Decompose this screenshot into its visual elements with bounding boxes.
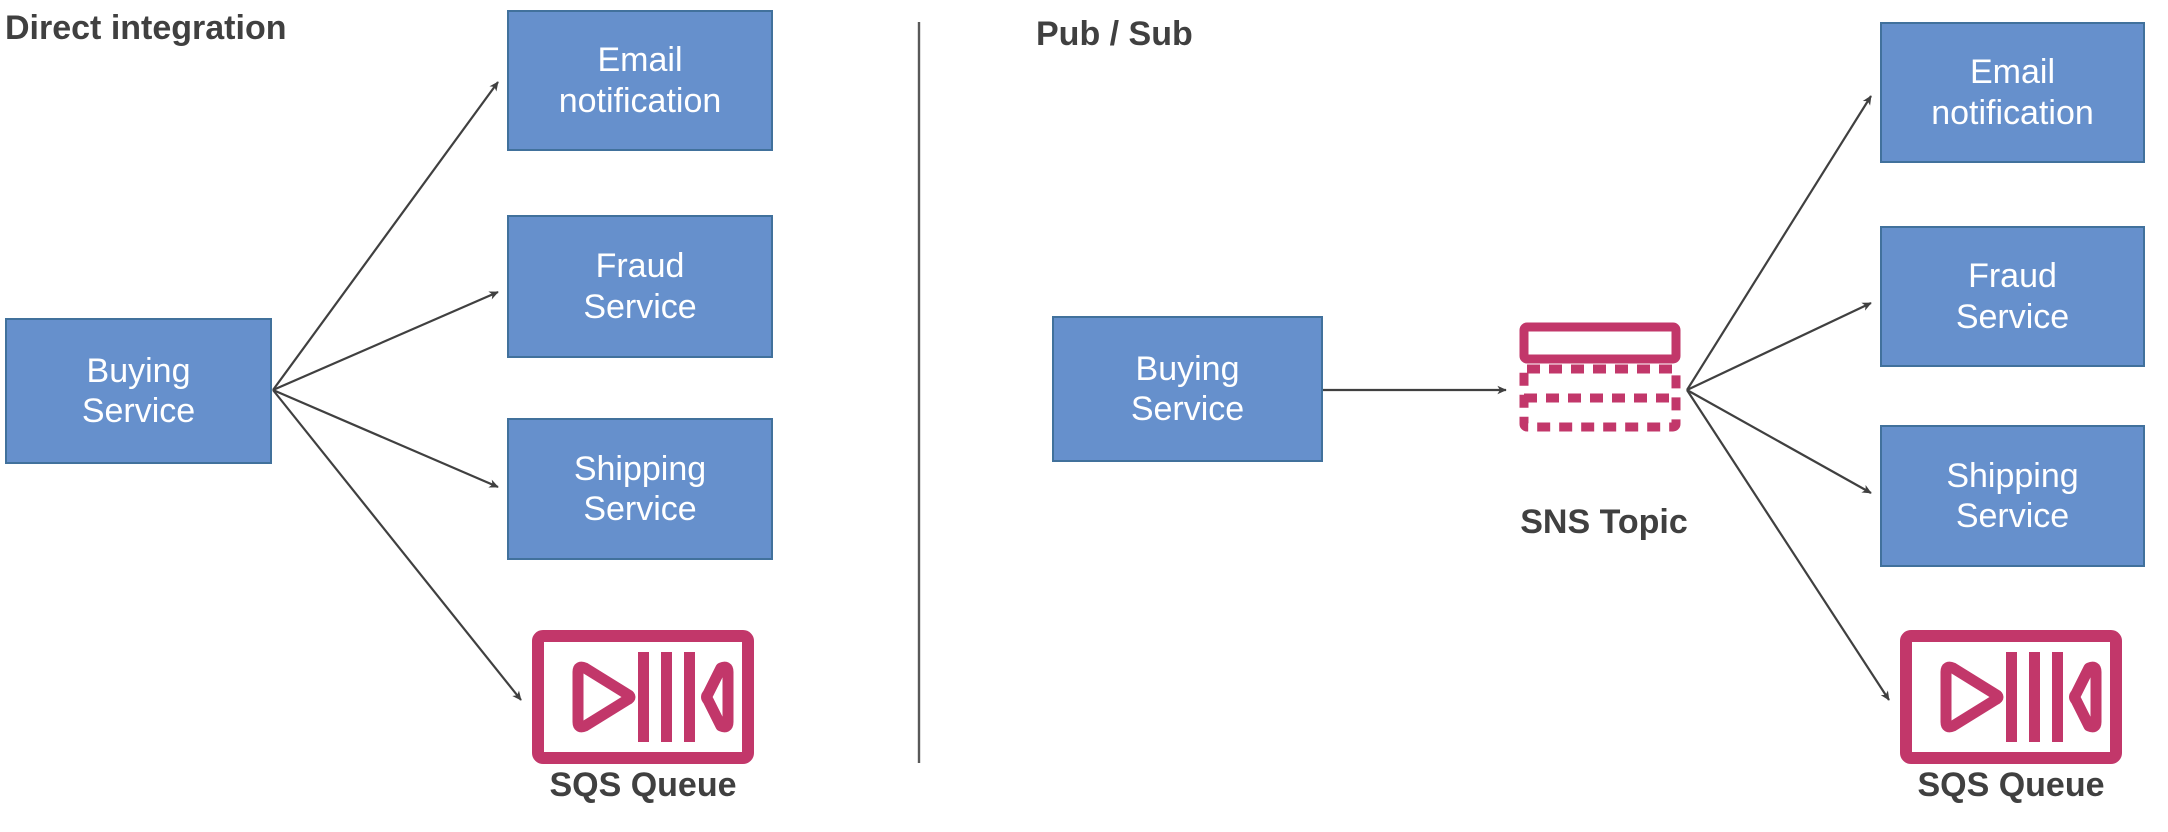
edge-buying-to-email-left [272, 81, 499, 391]
left-buying-service-label-line1: Buying [86, 351, 191, 390]
right-email-notification-label-line2: notification [1931, 93, 2094, 132]
edge-sns-to-sqs-right [1686, 389, 1890, 701]
left-email-notification-label-line1: Email [597, 41, 683, 80]
left-fraud-service-label-line2: Service [583, 287, 697, 326]
title-direct-integration-line2: integration [110, 9, 287, 47]
left-email-notification-label-line2: notification [558, 81, 722, 120]
edge-buying-to-sqs-left [272, 389, 522, 701]
left-shipping-service-box[interactable]: Shipping Service [507, 418, 773, 560]
right-shipping-service-label-line2: Service [1955, 497, 2070, 535]
right-fraud-service-label-line2: Service [1955, 297, 2070, 336]
left-email-notification-box[interactable]: Email notification [507, 10, 773, 151]
left-buying-service-box[interactable]: Buying Service [5, 318, 272, 464]
left-fraud-service-label-line1: Fraud [595, 247, 685, 286]
edge-sns-to-fraud-right [1686, 302, 1872, 391]
title-pub-sub: Pub / Sub [1036, 15, 1193, 53]
right-fraud-service-box[interactable]: Fraud Service [1880, 226, 2145, 367]
left-fraud-service-box[interactable]: Fraud Service [507, 215, 773, 358]
right-buying-service-label-line1: Buying [1135, 349, 1240, 388]
title-direct-integration: Direct integration [5, 8, 287, 48]
right-shipping-service-label-line1: Shipping [1946, 456, 2079, 495]
right-sqs-queue-caption: SQS Queue [1917, 766, 2105, 804]
right-email-notification-label-line1: Email [1969, 53, 2056, 92]
right-buying-service-label-line2: Service [1130, 390, 1245, 428]
right-sqs-queue-icon[interactable] [1900, 630, 2122, 764]
sns-topic-icon[interactable] [1518, 322, 1688, 434]
title-direct-integration-line1: Direct [5, 9, 102, 47]
left-shipping-service-label-line2: Service [583, 490, 697, 528]
edge-sns-to-shipping-right [1686, 389, 1872, 494]
left-sqs-queue-caption: SQS Queue [549, 766, 737, 804]
edge-buying-to-shipping-left [272, 388, 499, 489]
edge-sns-to-email-right [1686, 95, 1872, 391]
right-buying-service-box[interactable]: Buying Service [1052, 316, 1323, 462]
edge-buying-to-fraud-left [272, 290, 499, 392]
left-shipping-service-label-line1: Shipping [573, 449, 707, 488]
right-email-notification-box[interactable]: Email notification [1880, 22, 2145, 163]
left-sqs-queue-icon[interactable] [532, 630, 754, 764]
left-buying-service-label-line2: Service [81, 392, 196, 430]
right-fraud-service-label-line1: Fraud [1968, 257, 2057, 296]
sns-topic-caption: SNS Topic [1520, 503, 1688, 541]
right-shipping-service-box[interactable]: Shipping Service [1880, 425, 2145, 567]
